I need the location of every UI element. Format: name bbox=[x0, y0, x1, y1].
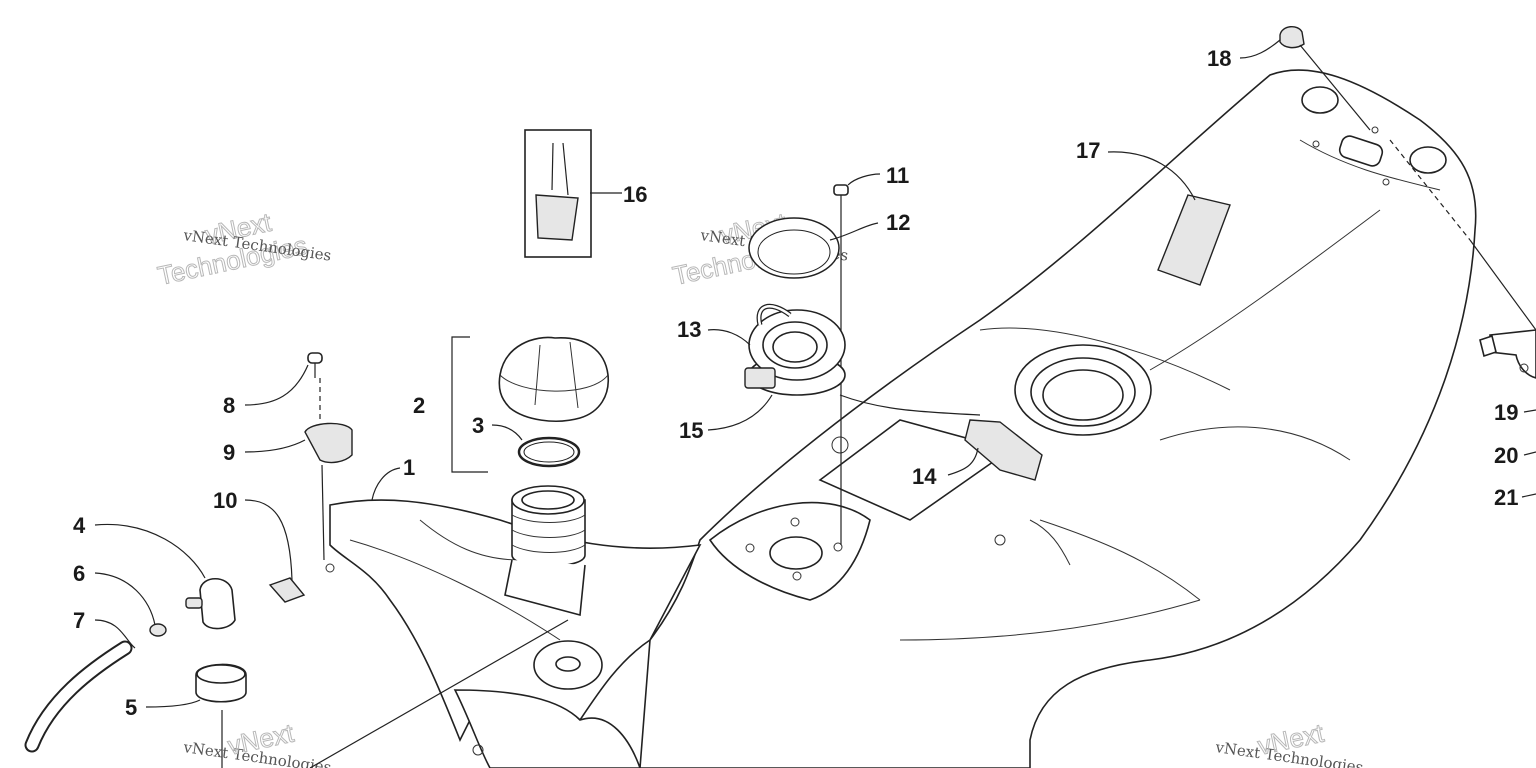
callout-15: 15 bbox=[679, 418, 703, 443]
axis-line bbox=[309, 619, 569, 768]
callout-2: 2 bbox=[413, 393, 425, 418]
hose-7 bbox=[24, 640, 133, 753]
callout-20: 20 bbox=[1494, 443, 1518, 468]
nut-10 bbox=[268, 577, 306, 603]
callout-9: 9 bbox=[223, 440, 235, 465]
axis-line bbox=[321, 464, 325, 561]
mount-slot bbox=[1338, 135, 1384, 167]
leader-lines bbox=[94, 39, 1536, 708]
callout-4: 4 bbox=[73, 513, 86, 538]
o-ring bbox=[517, 436, 581, 468]
callout-17: 17 bbox=[1076, 138, 1100, 163]
callout-5: 5 bbox=[125, 695, 137, 720]
callout-16: 16 bbox=[623, 182, 647, 207]
sender-14 bbox=[964, 419, 1043, 481]
sensor-16 bbox=[524, 129, 592, 258]
callout-12: 12 bbox=[886, 210, 910, 235]
callout-3: 3 bbox=[472, 413, 484, 438]
filler-neck bbox=[504, 485, 586, 617]
gasket-12 bbox=[748, 217, 840, 279]
callout-6: 6 bbox=[73, 561, 85, 586]
foam-pad bbox=[1157, 194, 1231, 286]
fuel-tank-body bbox=[325, 69, 1477, 768]
axis-line bbox=[1389, 139, 1471, 241]
screw-8 bbox=[307, 352, 323, 378]
callout-19: 19 bbox=[1494, 400, 1518, 425]
mount-hole bbox=[1409, 146, 1447, 174]
fuel-cap bbox=[498, 336, 609, 422]
fuel-pump bbox=[744, 303, 846, 396]
mount-hole bbox=[1301, 86, 1339, 114]
callout-18: 18 bbox=[1207, 46, 1231, 71]
callout-11: 11 bbox=[886, 163, 909, 188]
callout-14: 14 bbox=[912, 464, 937, 489]
vent-valve-4 bbox=[185, 577, 236, 630]
callout-7: 7 bbox=[73, 608, 85, 633]
grommet-5 bbox=[195, 663, 247, 703]
callout-10: 10 bbox=[213, 488, 237, 513]
bracket-line bbox=[451, 336, 488, 473]
callout-13: 13 bbox=[677, 317, 701, 342]
clip-9 bbox=[304, 422, 353, 464]
axis-line bbox=[1469, 239, 1536, 331]
callout-1: 1 bbox=[403, 455, 415, 480]
clamp-6 bbox=[149, 623, 167, 637]
axis-line bbox=[1299, 44, 1371, 131]
callout-21: 21 bbox=[1494, 485, 1518, 510]
callout-8: 8 bbox=[223, 393, 235, 418]
callout-labels: 1 2 3 4 5 6 7 8 9 10 11 12 13 14 15 16 1… bbox=[73, 46, 1518, 720]
pump-wire bbox=[839, 394, 981, 416]
bracket-19 bbox=[1479, 329, 1536, 379]
plug-18 bbox=[1279, 26, 1305, 49]
